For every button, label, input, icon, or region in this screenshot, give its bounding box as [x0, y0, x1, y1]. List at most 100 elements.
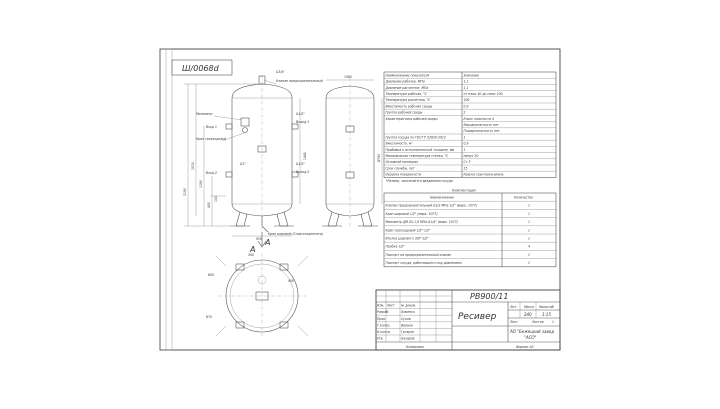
dim-100: 100: [214, 196, 218, 202]
callout-crane3: Кран трехходовой: [196, 137, 226, 141]
parts-row-name: Пробка 1/2": [386, 245, 406, 249]
spec-label: Минимальная температура стенки, °C: [386, 154, 450, 158]
tb-role: Разраб.: [377, 310, 389, 314]
spec-value: Пожароопасность нет: [464, 129, 500, 133]
plan-view: А 300 870 450 600: [206, 245, 309, 338]
spec-value: минус 20: [464, 154, 479, 158]
tb-role: Т.контр.: [377, 323, 390, 327]
spec-value: Краска грунтовка-эмаль: [464, 173, 504, 177]
spec-label: Основной материал: [386, 160, 419, 164]
spec-label: Окраска поверхности: [386, 173, 421, 177]
org-line2: "АСО": [524, 335, 537, 340]
spec-value: 0,9: [464, 142, 469, 146]
dim-1060: 1060: [344, 75, 352, 79]
tb-role: Изм.: [377, 304, 384, 308]
scale-value: 1:15: [542, 312, 551, 317]
format-label: Формат А3: [516, 345, 534, 349]
parts-row-name: Паспорт на предохранительный клапан: [386, 253, 452, 257]
callout-g12a: G1/2": [296, 112, 305, 116]
dim-2190: 2190: [183, 188, 187, 196]
callout-outlet1: Выход 1: [296, 120, 309, 124]
tb-role: Пров.: [377, 317, 386, 321]
parts-row-name: Манометр ДМ 05-1,6 МПа G1/4" (марк. 1077…: [386, 220, 458, 224]
parts-row-qty: 1: [528, 261, 530, 265]
spec-label: Давление расчетное, МПа: [385, 86, 429, 90]
spec-label: Группа рабочей среды: [386, 111, 424, 115]
dim-1440: 1440: [303, 152, 307, 160]
spec-label: Вместимость, м³: [386, 142, 414, 146]
dim-450: 450: [207, 202, 211, 208]
spec-value: 1,1: [464, 80, 469, 84]
parts-row-qty: 1: [528, 237, 530, 241]
sheet-label: Лист: [509, 320, 518, 324]
spec-value: 100: [464, 98, 470, 102]
parts-row-name: Паспорт сосуда, работающего под давление…: [386, 261, 463, 265]
callout-g34: G3/4": [276, 70, 285, 74]
tb-sign: Лист: [386, 304, 395, 308]
spec-label: Прибавка к исполнительной толщине, мм: [386, 148, 455, 152]
spec-label: Температура рабочая, °C: [386, 92, 428, 96]
sheets-label: Листов: [531, 320, 544, 324]
part-name: Ресивер: [458, 312, 497, 322]
parts-row-qty: 4: [528, 245, 530, 249]
dim-790: Ø790: [376, 154, 381, 162]
sheets-value: 1: [552, 320, 554, 324]
parts-row-qty: 1: [528, 212, 530, 216]
spec-value: 0,9: [464, 104, 469, 108]
spec-value: 1,1: [464, 86, 469, 90]
mass-value: 240: [524, 312, 532, 317]
spec-value: Ст 3: [464, 160, 471, 164]
plan-view-label: А: [249, 245, 255, 254]
tb-name: Сухов: [401, 317, 411, 321]
header-lit: Лит.: [509, 305, 517, 309]
spec-label: Группа сосуда по ГОСТ Р 52630-2012: [386, 135, 446, 139]
spec-value: 15: [464, 166, 468, 170]
dim-h450: 450: [288, 279, 294, 283]
spec-note: *Размер, заполняется введением сосуда: [386, 179, 453, 183]
parts-row-name: Втулка шарового 3/8"-1/2": [386, 237, 430, 241]
callout-g12b: G1/2": [296, 162, 305, 166]
side-view: 1060 Ø790: [322, 75, 383, 228]
dim-300: 300: [248, 253, 254, 257]
front-view: А G3/4" Клапан предохранительный Маномет…: [183, 70, 323, 248]
parts-title: Комплектация: [452, 189, 476, 193]
header-scale: Масштаб: [539, 305, 554, 309]
dim-h600: 600: [208, 273, 214, 277]
callout-inlet1: Вход 1: [206, 125, 217, 129]
title-block: РВ900/11 Ресивер Лит. Масса Масштаб 240 …: [375, 289, 561, 351]
copied-label: Копировал: [406, 345, 424, 349]
callout-inlet2: Вход 2: [206, 171, 217, 175]
spec-label: Наименование показателя: [386, 73, 430, 77]
spec-value: от плюс 40 до плюс 100: [464, 92, 503, 96]
tb-role: Н.контр.: [377, 330, 391, 334]
dim-925: 925: [256, 237, 262, 241]
callout-valve: Клапан предохранительный: [276, 79, 323, 83]
dim-2020: 2020: [191, 162, 195, 170]
parts-row-qty: 1: [528, 204, 530, 208]
top-stamp-box: [171, 59, 233, 76]
callout-outlet2: Выход 2: [296, 170, 309, 174]
spec-value: 1: [464, 135, 466, 139]
callout-g1: G1": [240, 162, 246, 166]
header-mass: Масса: [524, 305, 534, 309]
spec-label: Характеристика рабочей среды: [385, 117, 439, 121]
dim-1290: 1290: [199, 180, 203, 188]
dim-870: 870: [206, 315, 212, 319]
parts-row-name: Кран трехходовой 1/2"-1/2": [386, 228, 432, 232]
parts-row-qty: 1: [528, 253, 530, 257]
designation: РВ900/11: [470, 292, 508, 301]
spec-label: Вместимость рабочая среды: [386, 104, 433, 108]
parts-header-qty: Количество: [514, 196, 533, 200]
parts-header-name: Наименование: [430, 196, 454, 200]
spec-value: Класс опасности 4: [464, 117, 494, 121]
tb-name: Хоменко: [400, 310, 415, 314]
spec-value: Взрывоопасность нет: [464, 123, 500, 127]
tb-name: Назаров: [401, 337, 415, 341]
spec-label: Температура расчетная, °C: [386, 98, 432, 102]
parts-row-name: Клапан предохранительный G1/2 МПа 1/2" (…: [386, 204, 478, 208]
